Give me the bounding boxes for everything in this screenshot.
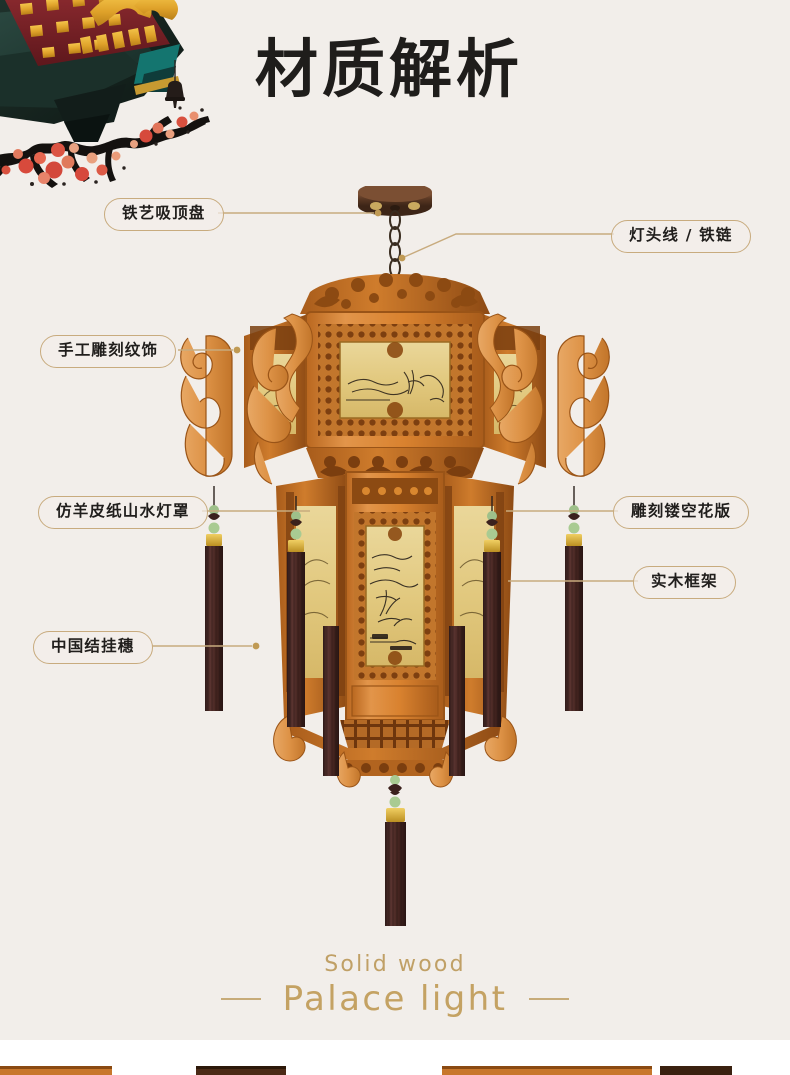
chinese-roof-eave-icon xyxy=(0,0,244,146)
callout-openwork-panel[interactable]: 雕刻镂空花版 xyxy=(613,496,750,529)
callout-carved-pattern[interactable]: 手工雕刻纹饰 xyxy=(40,335,177,368)
brand-dash-right xyxy=(529,998,570,1000)
plum-blossom-branch-icon xyxy=(0,96,216,196)
hanging-bell-icon xyxy=(160,60,190,110)
brand-subtitle: Solid wood xyxy=(324,952,466,977)
callout-chinese-tassel[interactable]: 中国结挂穗 xyxy=(33,631,153,664)
callout-solid-frame[interactable]: 实木框架 xyxy=(633,566,736,599)
infographic-canvas: 材质解析 xyxy=(0,0,790,1040)
wooden-palace-lantern-image xyxy=(180,182,610,1022)
brand-wordmark: Solid wood Palace light xyxy=(0,952,790,1019)
next-section-preview xyxy=(0,1062,790,1075)
page-title: 材质解析 xyxy=(255,33,523,106)
callout-cord-chain[interactable]: 灯头线 / 铁链 xyxy=(611,220,751,253)
tassel-group xyxy=(205,486,583,1022)
callout-parchment-shade[interactable]: 仿羊皮纸山水灯罩 xyxy=(38,496,208,529)
brand-dash-left xyxy=(220,998,261,1000)
callout-ceiling-plate[interactable]: 铁艺吸顶盘 xyxy=(104,198,224,231)
brand-title: Palace light xyxy=(282,979,508,1019)
